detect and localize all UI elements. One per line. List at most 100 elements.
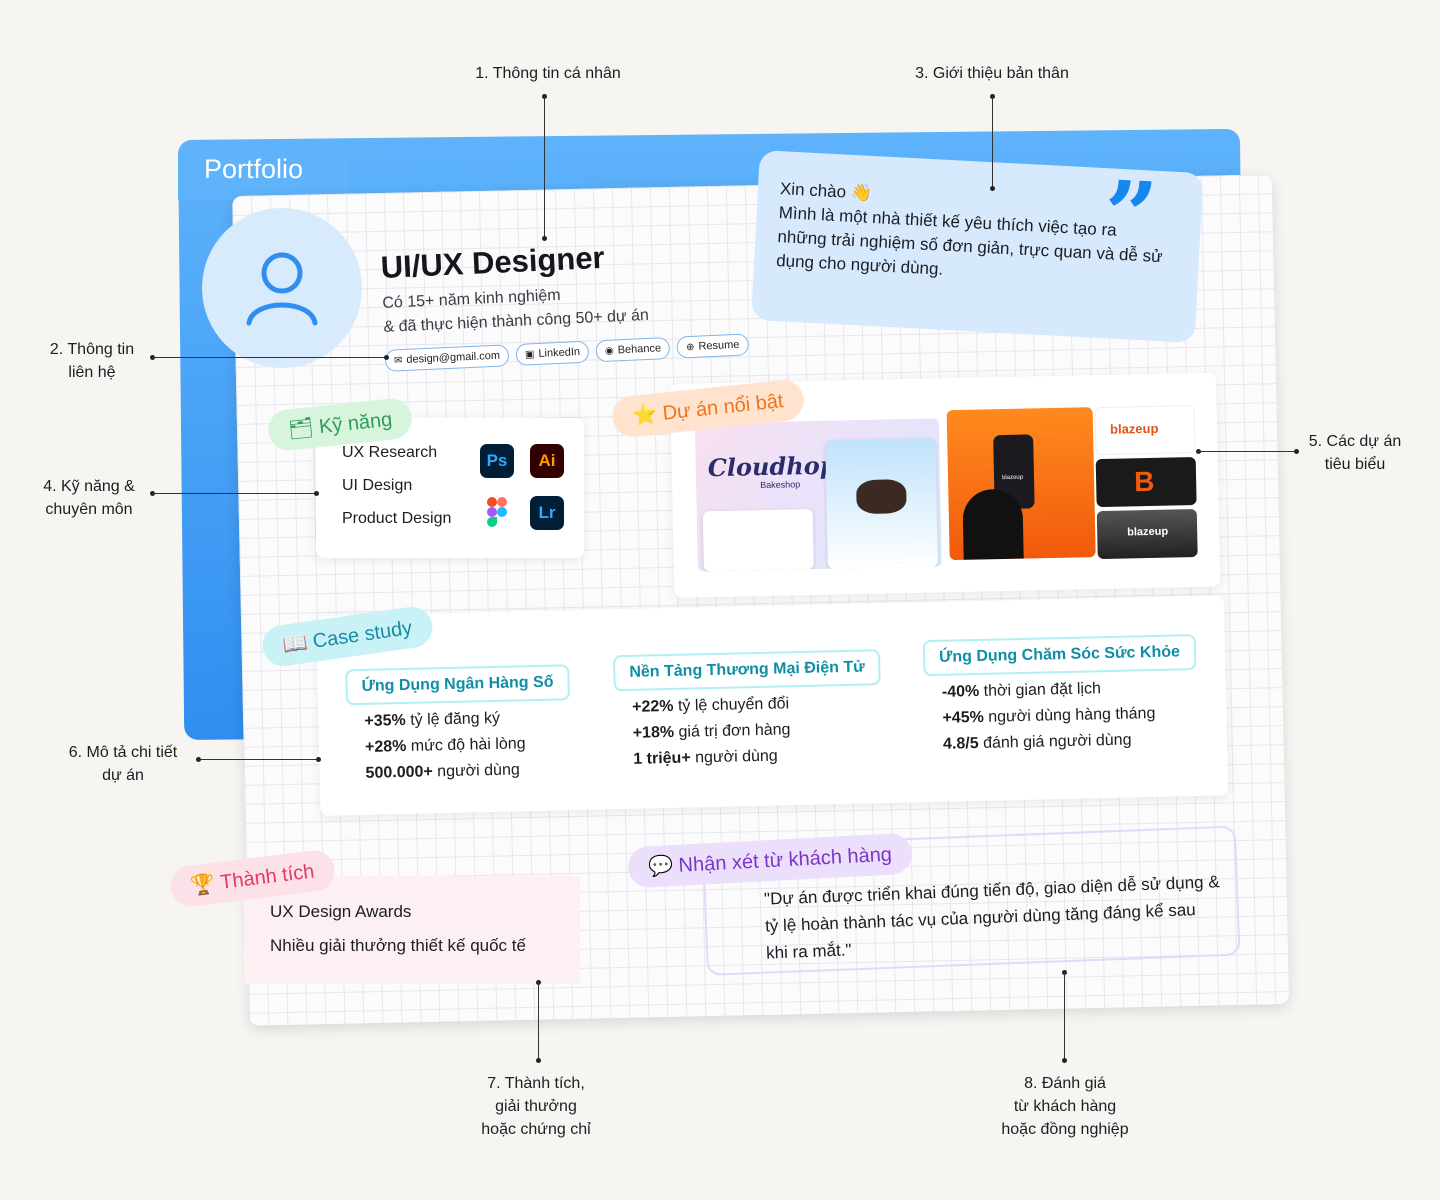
callout-testimonial: 8. Đánh giá từ khách hàng hoặc đồng nghi… [1001, 1075, 1129, 1138]
cloudhop-logo: Cloudhop [707, 450, 837, 483]
folder-tab [178, 140, 348, 200]
stat-value: +18% [632, 723, 675, 742]
illustrator-icon: Ai [530, 444, 564, 478]
dessert-image [856, 479, 907, 515]
palette-icon: ◉ [604, 345, 614, 357]
stat-value: -40% [941, 682, 980, 701]
case-title: Ứng Dụng Chăm Sóc Sức Khỏe [922, 634, 1197, 677]
intro-text: Xin chào 👋 Mình là một nhà thiết kế yêu … [776, 177, 1170, 293]
resume-chip[interactable]: ⊕Resume [676, 333, 749, 359]
stat-value: +28% [364, 737, 407, 756]
callout-dot [1062, 1058, 1067, 1063]
blazeup-phone-thumbnail[interactable]: blazeup [946, 407, 1096, 561]
callout-line [992, 96, 993, 188]
stat-text: giá trị đơn hàng [673, 721, 791, 741]
skill-item: UI Design [342, 477, 413, 494]
blazeup-logo-thumbnail[interactable]: blazeup [1094, 405, 1196, 456]
cloudhop-screen-mock [825, 438, 938, 569]
stat-value: +45% [942, 708, 985, 727]
callout-line [1064, 972, 1065, 1060]
stat-value: 4.8/5 [942, 735, 979, 753]
achievement-title: UX Design Awards [270, 902, 412, 921]
blazeup-mark-thumbnail[interactable]: B [1095, 457, 1197, 508]
callout-dot [990, 186, 995, 191]
stat-text: tỷ lệ chuyển đổi [673, 695, 790, 715]
case-title: Ứng Dụng Ngân Hàng Số [345, 664, 570, 706]
callout-personal-info: 1. Thông tin cá nhân [475, 65, 621, 82]
briefcase-icon: ▣ [524, 348, 535, 361]
callout-dot [314, 491, 319, 496]
case-stat: 500.000+ người dùng [347, 759, 617, 783]
callout-line [1198, 451, 1296, 452]
email-icon: ✉ [393, 354, 403, 366]
stat-value: 500.000+ [365, 763, 433, 782]
stat-text: đánh giá người dùng [978, 731, 1132, 752]
chip-label: design@gmail.com [406, 349, 501, 366]
skill-item: Product Design [342, 510, 452, 527]
stat-value: +35% [364, 711, 406, 730]
stat-text: người dùng hàng tháng [983, 704, 1156, 726]
case-stat: 4.8/5 đánh giá người dùng [925, 730, 1195, 754]
blazeup-sign: blazeup [1127, 525, 1169, 539]
stat-value: +22% [631, 697, 674, 716]
intro-bubble: ” Xin chào 👋 Mình là một nhà thiết kế yê… [751, 150, 1204, 344]
lightroom-icon: Lr [530, 496, 564, 530]
case-stat: 1 triệu+ người dùng [615, 745, 885, 769]
globe-icon: ⊕ [685, 341, 695, 353]
callout-contact: 2. Thông tin liên hệ [49, 341, 135, 381]
callout-projects: 5. Các dự án tiêu biểu [1308, 433, 1402, 473]
cloudhop-screen-mock [702, 509, 814, 572]
callout-dot [384, 355, 389, 360]
callout-achievements: 7. Thành tích, giải thưởng hoặc chứng ch… [481, 1075, 591, 1138]
cloudhop-sub: Bakeshop [760, 479, 801, 491]
callout-dot [1294, 449, 1299, 454]
stat-text: tỷ lệ đăng ký [405, 709, 501, 729]
blazeup-logo: blazeup [1109, 420, 1159, 437]
case-title: Nền Tảng Thương Mại Điện Tử [612, 649, 882, 692]
case-stat: -40% thời gian đặt lịch [924, 678, 1194, 702]
case-study-card: Ứng Dụng Ngân Hàng Số +35% tỷ lệ đăng ký… [316, 595, 1229, 816]
behance-chip[interactable]: ◉Behance [595, 336, 671, 363]
experience-text: Có 15+ năm kinh nghiệm & đã thực hiện th… [382, 275, 747, 339]
linkedin-chip[interactable]: ▣LinkedIn [515, 340, 590, 366]
cloudhop-thumbnail[interactable]: Cloudhop Bakeshop [694, 418, 942, 572]
stat-text: người dùng [690, 747, 778, 767]
photoshop-icon: Ps [480, 444, 514, 478]
hand-silhouette [962, 488, 1024, 560]
achievements-card: UX Design Awards Nhiều giải thưởng thiết… [244, 876, 580, 984]
callout-dot [536, 1058, 541, 1063]
case-column: Nền Tảng Thương Mại Điện Tử +22% tỷ lệ c… [612, 649, 886, 769]
callout-line [544, 96, 545, 238]
callout-dot [542, 236, 547, 241]
callout-line [538, 982, 539, 1060]
stat-text: thời gian đặt lịch [979, 680, 1102, 700]
case-stat: +45% người dùng hàng tháng [924, 704, 1194, 728]
user-icon [246, 252, 318, 326]
achievement-desc: Nhiều giải thưởng thiết kế quốc tế [270, 936, 526, 955]
case-stat: +22% tỷ lệ chuyển đổi [614, 693, 884, 717]
blazeup-building-thumbnail[interactable]: blazeup [1096, 508, 1198, 560]
testimonial-quote: "Dự án được triển khai đúng tiến độ, gia… [763, 872, 1220, 963]
chip-label: LinkedIn [538, 346, 581, 360]
callout-case-study: 6. Mô tả chi tiết dự án [68, 744, 178, 784]
case-column: Ứng Dụng Chăm Sóc Sức Khỏe -40% thời gia… [922, 634, 1197, 754]
case-column: Ứng Dụng Ngân Hàng Số +35% tỷ lệ đăng ký… [345, 663, 618, 783]
stat-text: mức độ hài lòng [406, 735, 526, 755]
case-stat: +18% giá trị đơn hàng [615, 719, 885, 743]
profile-header: UI/UX Designer Có 15+ năm kinh nghiệm & … [380, 234, 749, 372]
callout-intro: 3. Giới thiệu bản thân [915, 65, 1069, 82]
chip-label: Behance [617, 342, 662, 357]
phone-logo: blazeup [1001, 474, 1024, 482]
blazeup-mark: B [1133, 465, 1155, 498]
callout-skills: 4. Kỹ năng & chuyên môn [43, 478, 135, 518]
callout-line [198, 759, 318, 760]
callout-line [152, 357, 386, 358]
folder-title: Portfolio [204, 154, 304, 184]
avatar [202, 208, 362, 368]
callout-dot [316, 757, 321, 762]
stat-value: 1 triệu+ [633, 749, 691, 768]
chip-label: Resume [698, 338, 740, 353]
skill-item: UX Research [342, 444, 438, 461]
case-stat: +35% tỷ lệ đăng ký [346, 707, 616, 731]
callout-line [152, 493, 316, 494]
